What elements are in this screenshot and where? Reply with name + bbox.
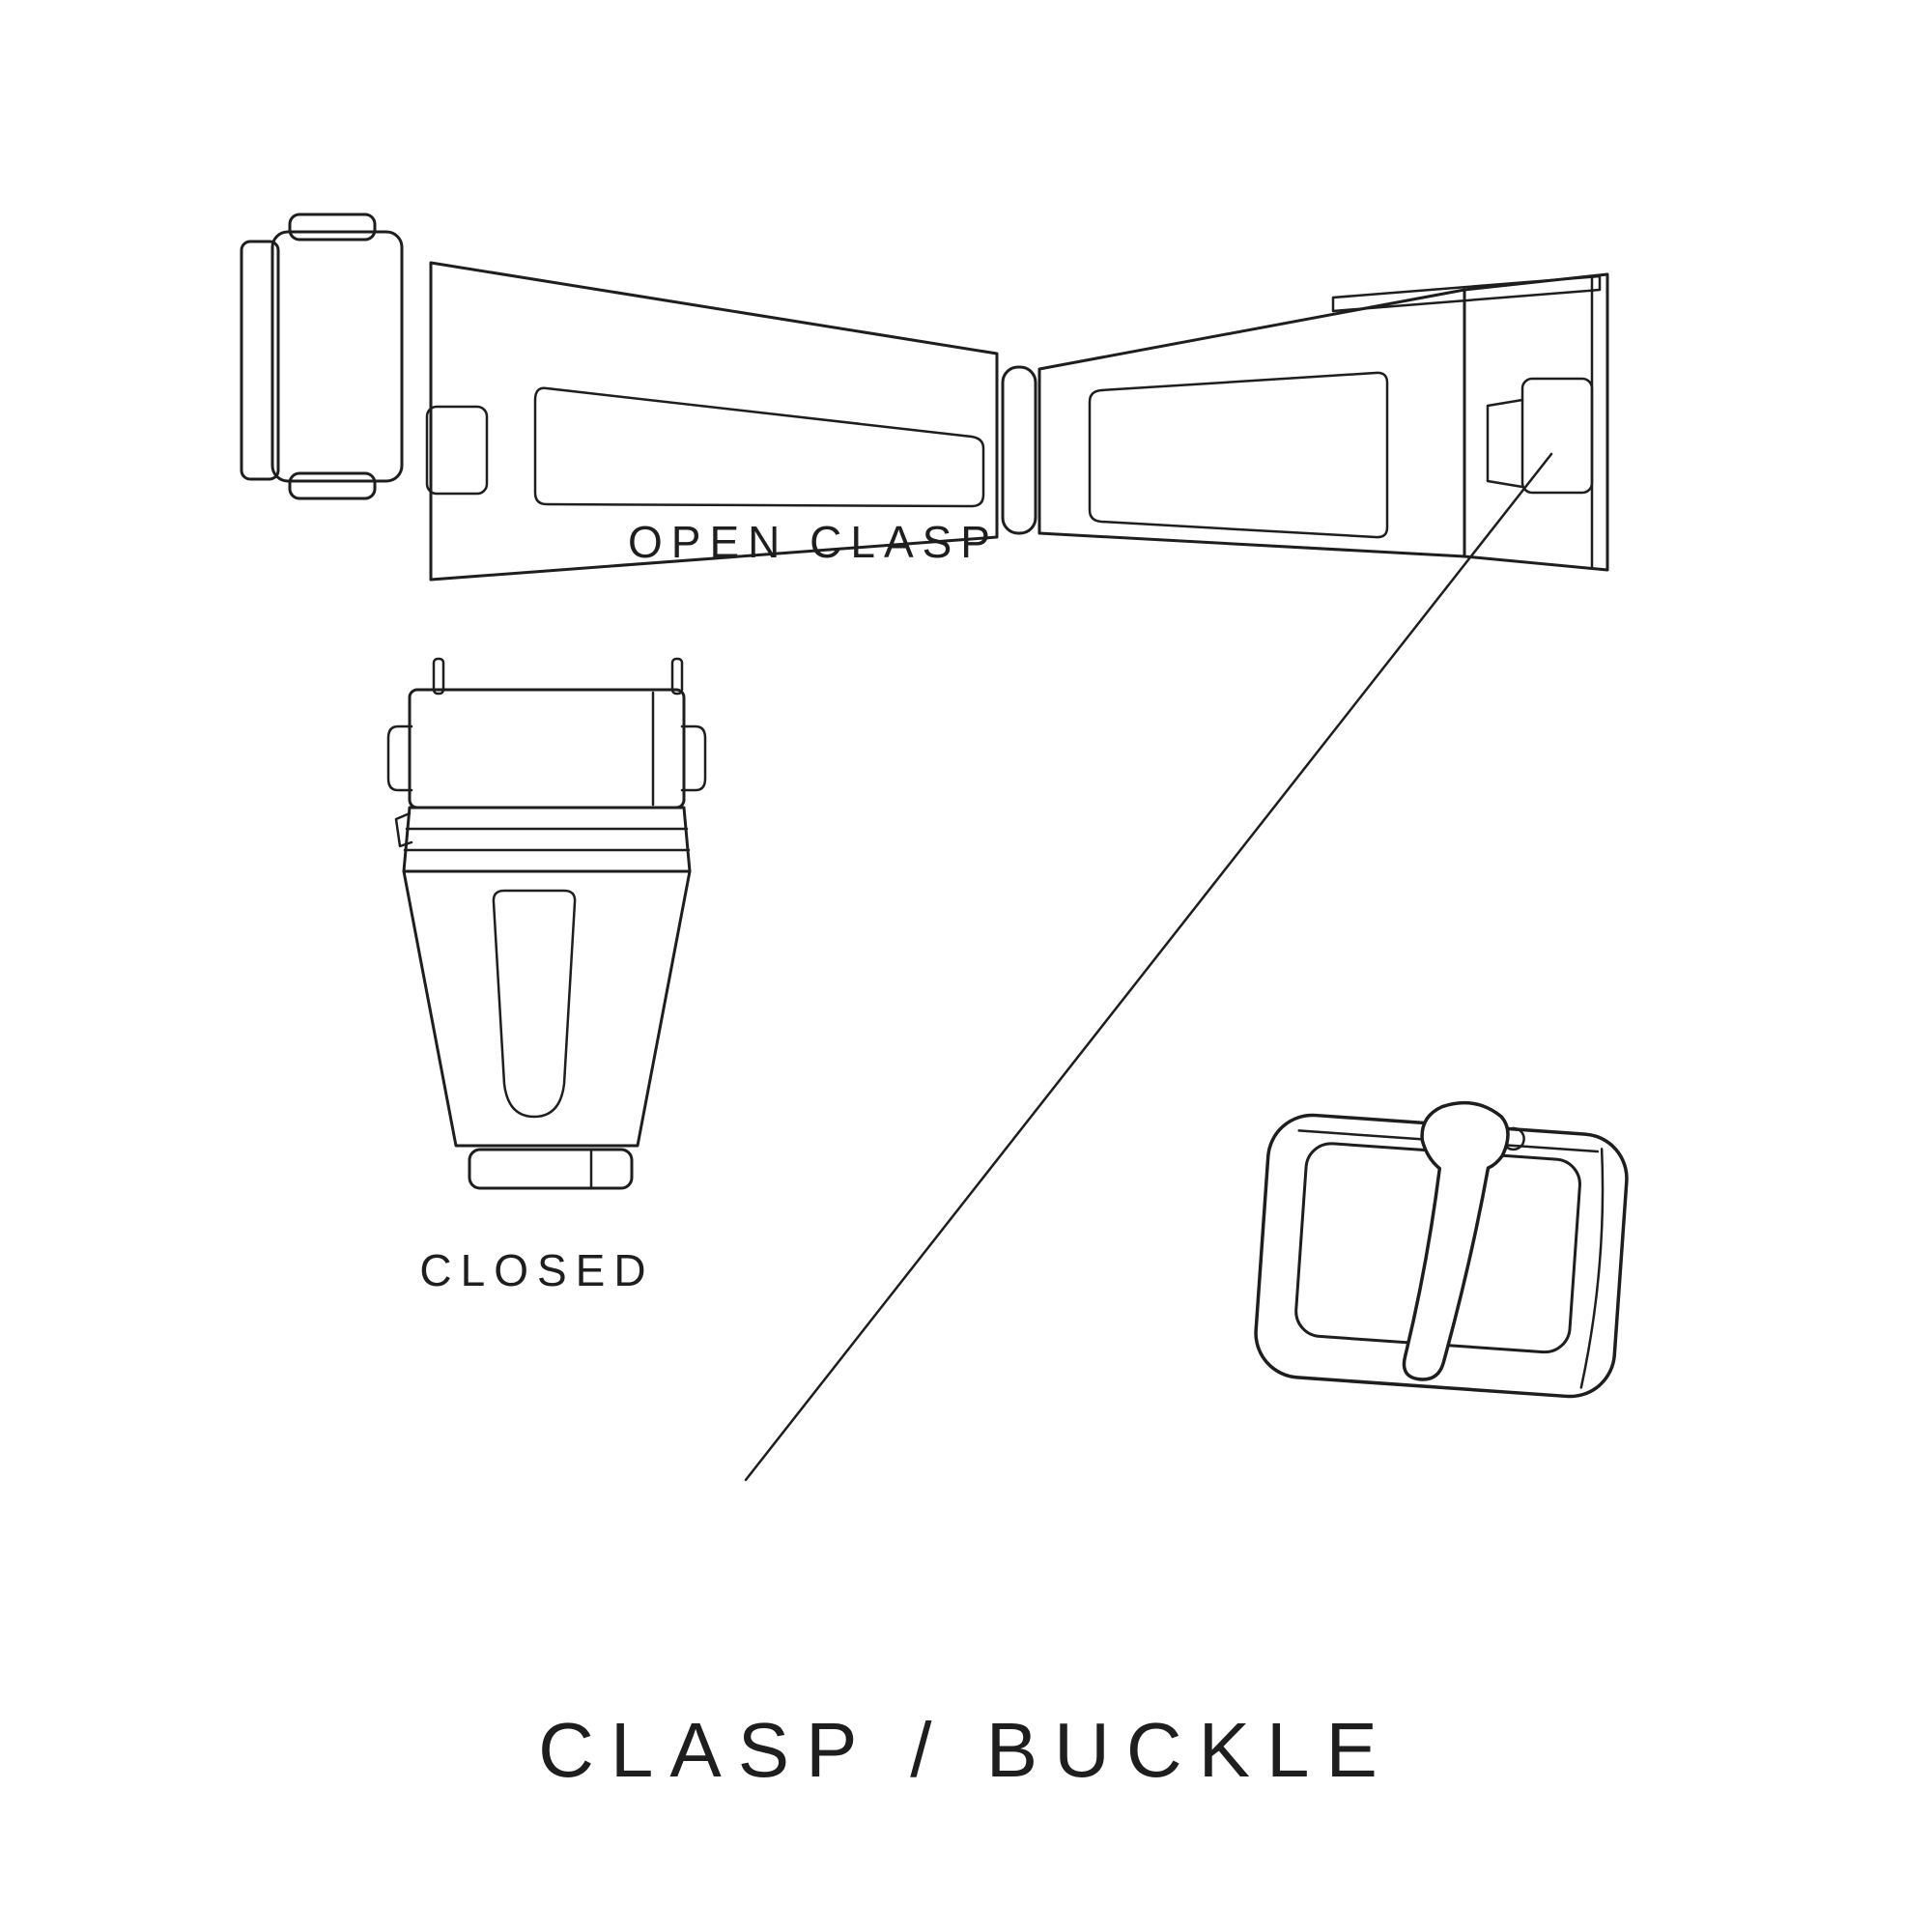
clasp-right-slot bbox=[1088, 371, 1389, 539]
buckle-right-thickness bbox=[1579, 1148, 1605, 1389]
closed-side-tab-left bbox=[386, 724, 413, 792]
closed-foot bbox=[468, 1148, 634, 1190]
clasp-right-top-flap bbox=[1331, 274, 1602, 313]
closed-body bbox=[402, 869, 692, 1148]
open-clasp-label: OPEN CLASP bbox=[628, 517, 999, 567]
closed-cover bbox=[408, 688, 686, 810]
clasp-right-end-block bbox=[1463, 272, 1609, 572]
clasp-left-top-tab bbox=[288, 213, 377, 242]
divider-line bbox=[744, 452, 1553, 1482]
clasp-left-strip bbox=[240, 240, 280, 481]
clasp-catch-notch bbox=[425, 405, 489, 496]
tang-buckle-illustration bbox=[1254, 1100, 1629, 1399]
clasp-right-detail-rect bbox=[1520, 377, 1594, 495]
closed-body-slot bbox=[492, 889, 577, 1119]
clasp-left-bottom-tab bbox=[288, 471, 377, 500]
closed-clasp-illustration bbox=[386, 657, 707, 1190]
buckle-tongue bbox=[1402, 1100, 1510, 1381]
page-title: CLASP / BUCKLE bbox=[538, 1707, 1394, 1793]
closed-prong-left bbox=[432, 657, 445, 696]
closed-hinge-band bbox=[402, 806, 692, 873]
closed-clasp-label: CLOSED bbox=[419, 1245, 655, 1295]
closed-left-notch bbox=[394, 811, 413, 848]
open-clasp-illustration bbox=[240, 213, 1609, 582]
divider-stroke bbox=[744, 452, 1553, 1482]
clasp-left-block bbox=[270, 230, 404, 483]
closed-side-tab-right bbox=[680, 724, 707, 792]
clasp-right-hook bbox=[1486, 398, 1524, 489]
clasp-left-slot bbox=[533, 386, 985, 508]
closed-prong-right bbox=[670, 657, 684, 696]
clasp-hinge bbox=[1001, 365, 1037, 535]
clasp-right-blade bbox=[1037, 288, 1466, 558]
clasp-left-blade bbox=[429, 261, 999, 582]
